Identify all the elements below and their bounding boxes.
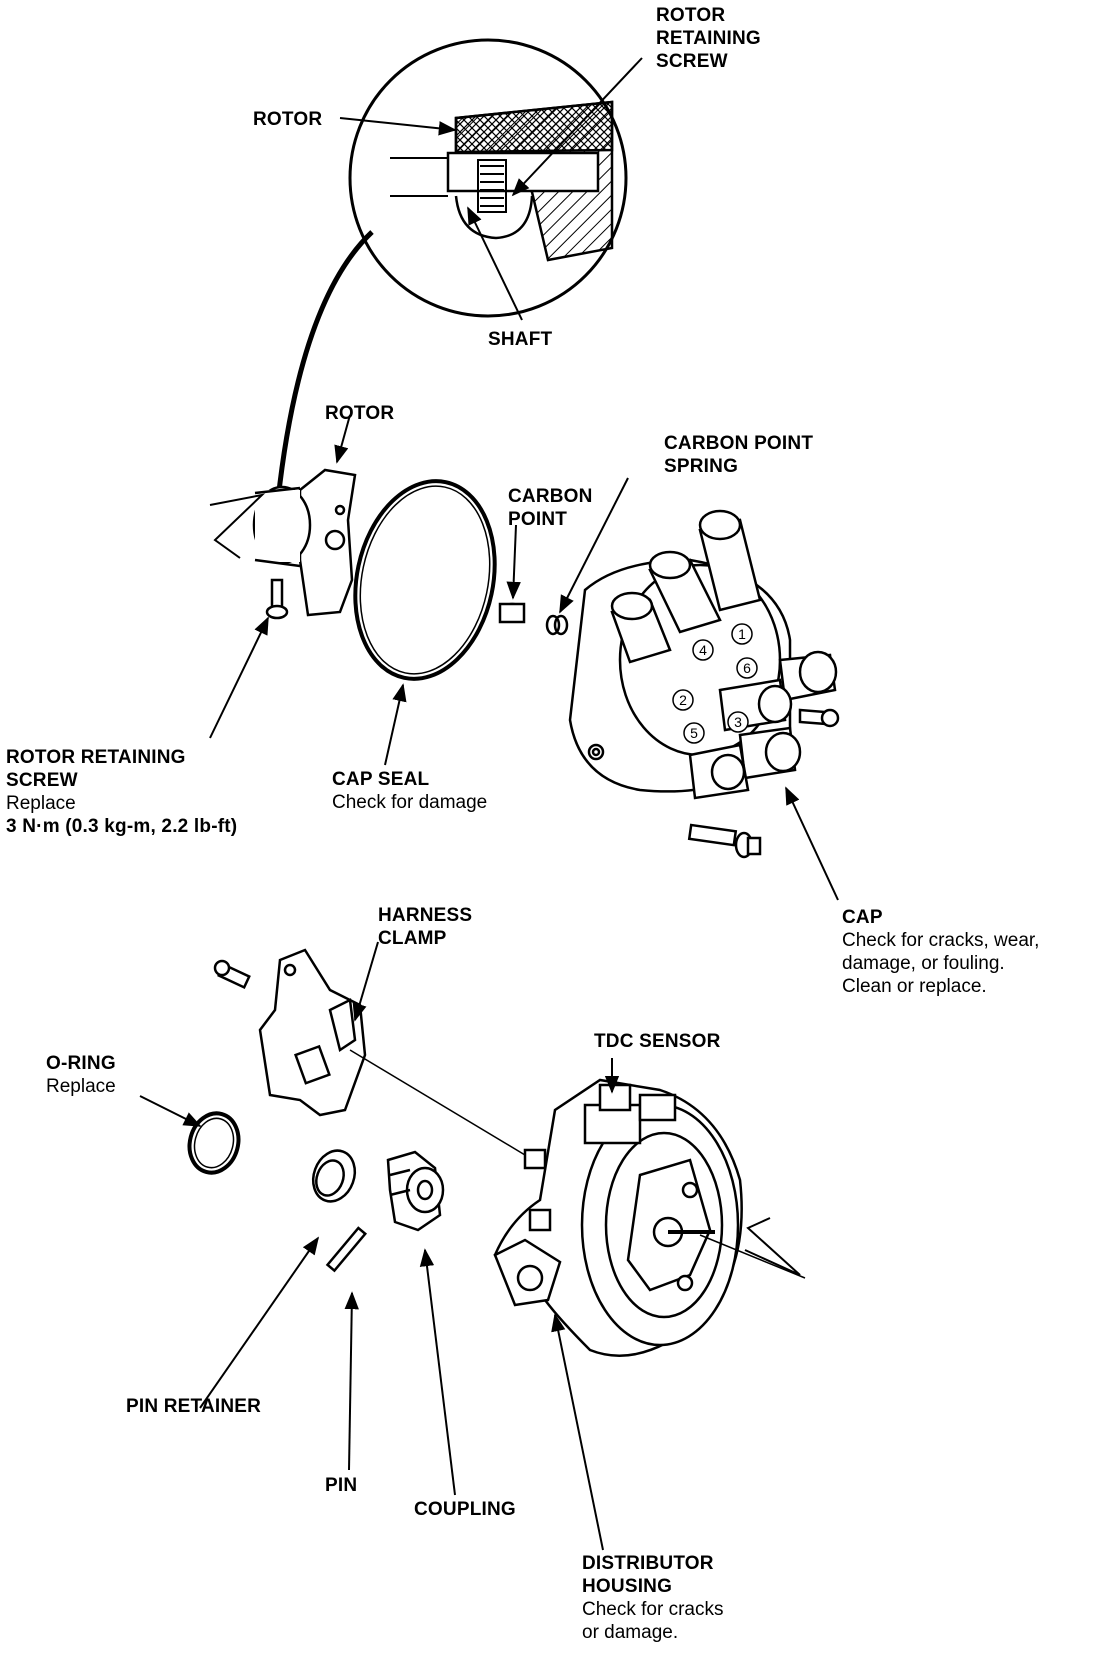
distributor-cap-part <box>568 509 840 800</box>
label-line: DISTRIBUTOR <box>582 1553 714 1574</box>
label-line: ROTOR <box>656 5 726 26</box>
label-line: PIN <box>325 1475 358 1496</box>
o-ring-part <box>187 1111 241 1175</box>
label-distributor-housing: DISTRIBUTOR HOUSING Check for cracks or … <box>582 1552 723 1644</box>
label-line: CAP <box>842 907 883 928</box>
label-line: TDC SENSOR <box>594 1031 721 1052</box>
label-line: SCREW <box>656 51 728 72</box>
terminal-number-5: 5 <box>690 725 698 741</box>
label-line: CARBON <box>508 486 593 507</box>
leader-lines <box>139 57 839 1551</box>
cap-terminal-numbers: 1 2 3 4 5 6 <box>672 623 758 744</box>
carbon-point-spring-part <box>545 614 569 636</box>
cap-mounting-bolt <box>687 823 762 859</box>
rotor-part <box>252 468 357 620</box>
distributor-housing-part <box>493 1078 743 1357</box>
label-o-ring: O-RING Replace <box>46 1052 116 1098</box>
harness-clamp-part <box>213 948 367 1117</box>
terminal-number-1: 1 <box>738 626 746 642</box>
carbon-point-part <box>498 602 526 624</box>
label-coupling: COUPLING <box>414 1498 516 1521</box>
label-note: Replace <box>46 1076 116 1097</box>
label-tdc-sensor: TDC SENSOR <box>594 1030 721 1053</box>
label-note: or damage. <box>582 1622 679 1643</box>
label-line: COUPLING <box>414 1499 516 1520</box>
label-cap: CAP Check for cracks, wear, damage, or f… <box>842 906 1039 998</box>
pin-part <box>325 1226 368 1273</box>
label-line: SCREW <box>6 770 78 791</box>
label-line: ROTOR <box>253 109 323 130</box>
detail-connector-line <box>275 230 374 501</box>
label-rotor-detail: ROTOR <box>253 108 322 131</box>
label-carbon-point-spring: CARBON POINT SPRING <box>664 432 813 478</box>
label-line: ROTOR <box>325 403 395 424</box>
terminal-number-3: 3 <box>734 714 742 730</box>
label-line: SHAFT <box>488 329 553 350</box>
label-line: HARNESS <box>378 905 473 926</box>
label-rotor: ROTOR <box>325 402 394 425</box>
terminal-number-4: 4 <box>699 642 707 658</box>
label-carbon-point: CARBON POINT <box>508 485 593 531</box>
terminal-number-6: 6 <box>743 660 751 676</box>
coupling-part <box>386 1150 445 1232</box>
label-note: Check for cracks, wear, <box>842 930 1040 951</box>
label-line: CAP SEAL <box>332 769 430 790</box>
terminal-number-2: 2 <box>679 692 687 708</box>
cap-seal-ring <box>353 479 497 681</box>
label-pin-retainer: PIN RETAINER <box>126 1395 261 1418</box>
label-line: HOUSING <box>582 1576 673 1597</box>
label-note: Clean or replace. <box>842 976 987 997</box>
label-line: CLAMP <box>378 928 447 949</box>
pin-retainer-part <box>311 1149 357 1203</box>
label-line: O-RING <box>46 1053 116 1074</box>
label-shaft: SHAFT <box>488 328 552 351</box>
label-line: ROTOR RETAINING <box>6 747 186 768</box>
label-rotor-retaining-screw-detail: ROTOR RETAINING SCREW <box>656 4 761 73</box>
label-note: damage, or fouling. <box>842 953 1005 974</box>
label-line: RETAINING <box>656 28 761 49</box>
label-note: Replace <box>6 793 76 814</box>
label-line: SPRING <box>664 456 739 477</box>
label-rotor-retaining-screw: ROTOR RETAINING SCREW Replace 3 N·m (0.3… <box>6 746 237 838</box>
label-line: POINT <box>508 509 568 530</box>
label-note: Check for cracks <box>582 1599 724 1620</box>
label-line: CARBON POINT <box>664 433 814 454</box>
label-pin: PIN <box>325 1474 357 1497</box>
label-line: PIN RETAINER <box>126 1396 262 1417</box>
label-note: Check for damage <box>332 792 488 813</box>
label-harness-clamp: HARNESS CLAMP <box>378 904 472 950</box>
detail-circle <box>348 38 628 318</box>
label-cap-seal: CAP SEAL Check for damage <box>332 768 487 814</box>
label-torque-spec: 3 N·m (0.3 kg-m, 2.2 lb-ft) <box>6 816 238 837</box>
